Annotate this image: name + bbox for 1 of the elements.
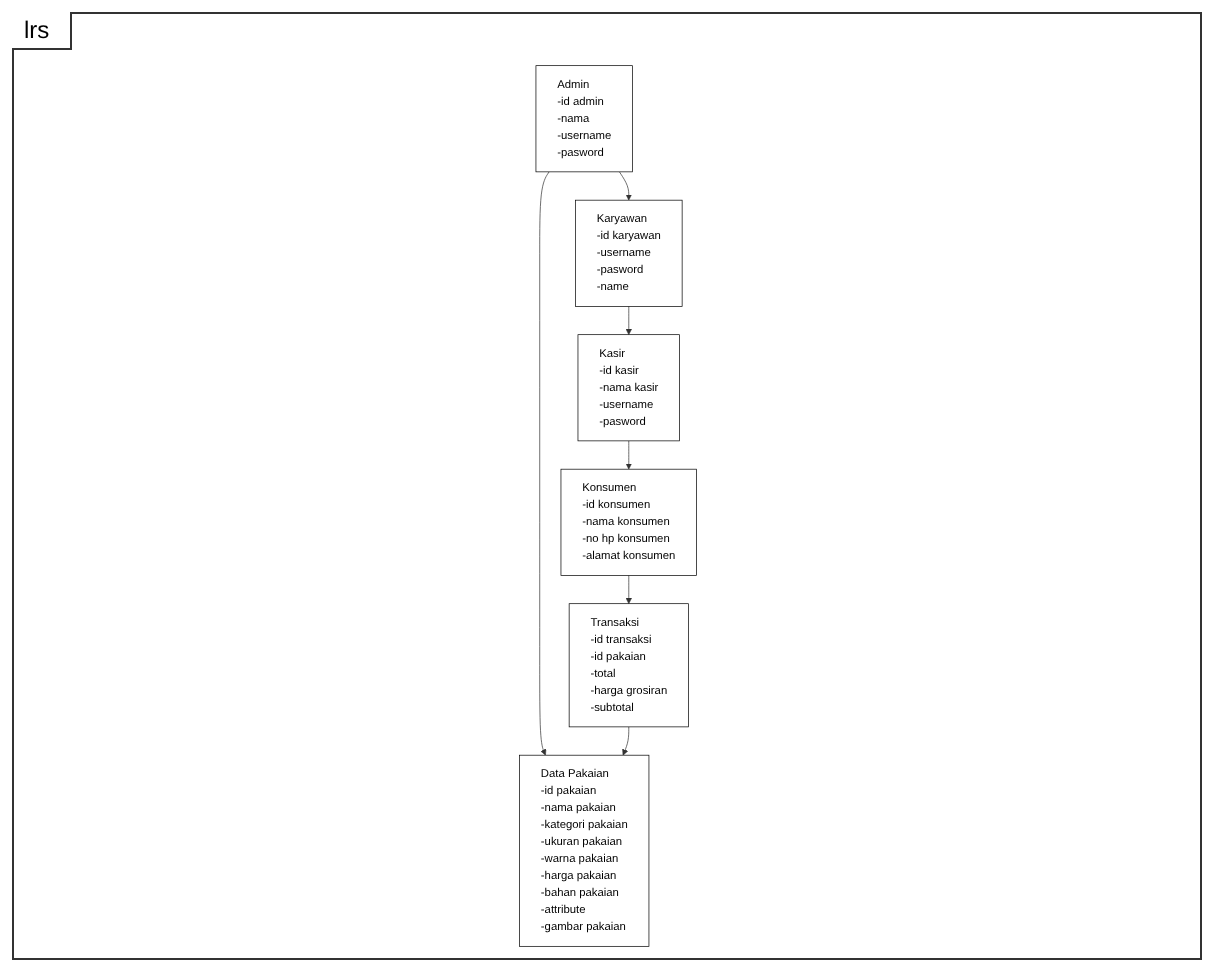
frame-title: lrs <box>12 12 72 50</box>
